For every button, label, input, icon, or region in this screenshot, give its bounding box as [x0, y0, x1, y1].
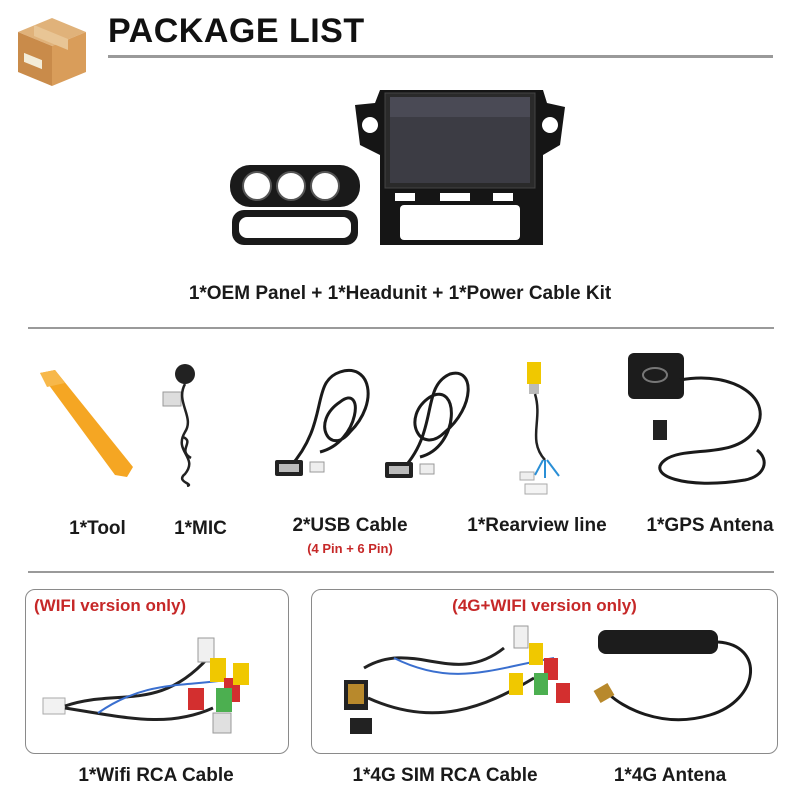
headunit-panel-image: [225, 85, 585, 255]
gps-antenna-icon: [625, 350, 775, 495]
main-item-caption: 1*OEM Panel + 1*Headunit + 1*Power Cable…: [188, 283, 612, 304]
lte-antenna-image: [590, 620, 770, 745]
wifi-version-label: (WIFI version only): [34, 596, 187, 615]
sim-rca-cable-image: [334, 618, 584, 748]
gps-antenna-caption: 1*GPS Antena: [646, 515, 774, 536]
wifi-rca-cable-caption: 1*Wifi RCA Cable: [78, 765, 234, 786]
lte-version-box: (4G+WIFI version only): [311, 589, 778, 754]
rearview-line-caption: 1*Rearview line: [467, 515, 607, 536]
sim-rca-cable-caption: 1*4G SIM RCA Cable: [352, 765, 538, 786]
package-box-icon: [12, 10, 92, 90]
pry-tool-icon: [35, 365, 135, 480]
lte-version-label: (4G+WIFI version only): [452, 596, 637, 615]
usb-cable-note: (4 Pin + 6 Pin): [307, 541, 393, 556]
page-title: PACKAGE LIST: [108, 12, 365, 50]
usb-cable-caption: 2*USB Cable: [292, 515, 408, 536]
wifi-rca-cable-image: [38, 618, 278, 748]
wifi-version-box: (WIFI version only): [25, 589, 289, 754]
microphone-icon: [155, 362, 215, 487]
header-divider: [108, 55, 773, 58]
lte-antenna-caption: 1*4G Antena: [613, 765, 727, 786]
section-divider-2: [28, 571, 774, 573]
tool-caption: 1*Tool: [69, 518, 126, 539]
usb-cable-icon: [270, 362, 480, 492]
section-divider-1: [28, 327, 774, 329]
mic-caption: 1*MIC: [174, 518, 227, 539]
rca-cable-icon: [515, 360, 575, 500]
